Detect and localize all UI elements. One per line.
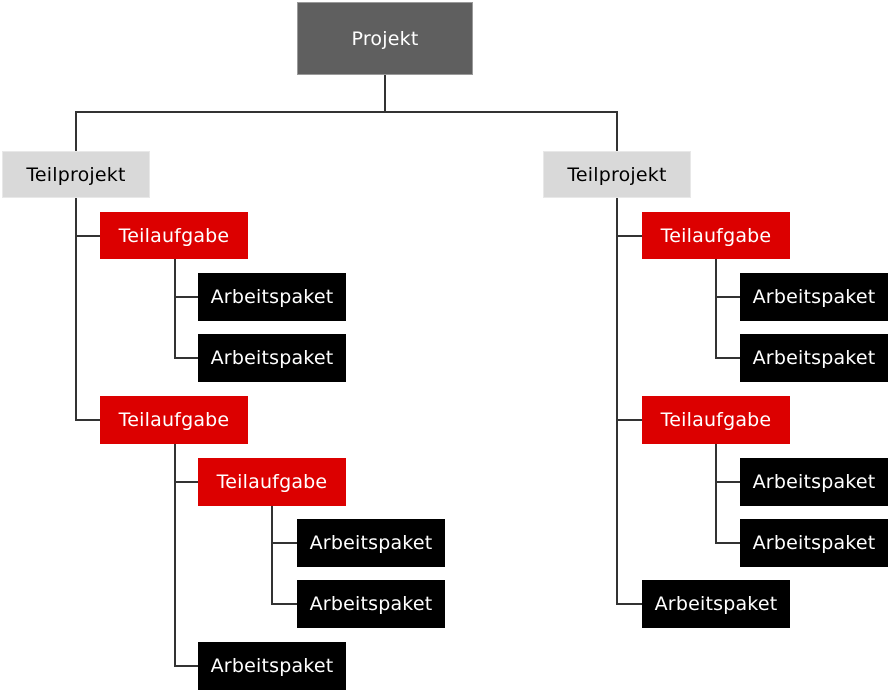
node-teilaufgabe: Teilaufgabe <box>198 458 346 506</box>
node-label: Teilprojekt <box>567 163 667 186</box>
connector-right-task2 <box>616 419 642 421</box>
connector-right-task2-pkg1 <box>715 481 740 483</box>
node-teilaufgabe: Teilaufgabe <box>642 212 790 259</box>
node-label: Arbeitspaket <box>752 471 876 493</box>
connector-left-task1-pkg1 <box>174 296 199 298</box>
node-teilaufgabe: Teilaufgabe <box>642 396 790 444</box>
connector-right-task2-spine <box>715 443 717 543</box>
node-label: Arbeitspaket <box>210 347 334 369</box>
connector-left-task2-task <box>174 481 199 483</box>
connector-right-subproject <box>616 111 618 151</box>
connector-left-subtask-pkg2 <box>271 603 298 605</box>
node-label: Arbeitspaket <box>752 532 876 554</box>
node-label: Arbeitspaket <box>210 655 334 677</box>
node-arbeitspaket: Arbeitspaket <box>297 519 445 567</box>
node-arbeitspaket: Arbeitspaket <box>740 334 888 382</box>
node-teilprojekt-left: Teilprojekt <box>2 151 150 198</box>
node-label: Teilaufgabe <box>660 224 772 247</box>
connector-left-task1 <box>75 235 101 237</box>
connector-left-task1-pkg2 <box>174 357 199 359</box>
connector-left-task2-spine <box>174 443 176 667</box>
connector-left-task2-pkg <box>174 665 199 667</box>
node-projekt: Projekt <box>297 2 473 75</box>
connector-root-horizontal <box>75 111 618 113</box>
node-teilaufgabe: Teilaufgabe <box>100 396 248 444</box>
node-label: Teilaufgabe <box>118 409 230 431</box>
node-label: Arbeitspaket <box>309 593 433 615</box>
node-arbeitspaket: Arbeitspaket <box>198 273 346 321</box>
node-label: Arbeitspaket <box>752 347 876 369</box>
node-arbeitspaket: Arbeitspaket <box>642 580 790 628</box>
node-label: Teilaufgabe <box>118 224 230 247</box>
node-arbeitspaket: Arbeitspaket <box>198 334 346 382</box>
connector-left-task1-spine <box>174 258 176 358</box>
connector-right-task1 <box>616 235 642 237</box>
node-teilaufgabe: Teilaufgabe <box>100 212 248 259</box>
node-label: Teilprojekt <box>26 163 126 186</box>
connector-left-subtask-spine <box>271 505 273 605</box>
connector-right-spine <box>616 197 618 605</box>
node-label: Teilaufgabe <box>660 409 772 431</box>
connector-right-task1-pkg1 <box>715 296 740 298</box>
connector-right-task1-spine <box>715 258 717 358</box>
node-label: Arbeitspaket <box>309 532 433 554</box>
node-label: Teilaufgabe <box>216 471 328 493</box>
connector-right-task1-pkg2 <box>715 357 740 359</box>
node-projekt-label: Projekt <box>351 27 419 50</box>
connector-left-subproject <box>75 111 77 151</box>
connector-left-spine <box>75 197 77 421</box>
node-label: Arbeitspaket <box>210 286 334 308</box>
node-label: Arbeitspaket <box>654 593 778 615</box>
connector-root-down <box>384 74 386 112</box>
connector-left-task2 <box>75 419 101 421</box>
node-arbeitspaket: Arbeitspaket <box>740 273 888 321</box>
connector-left-subtask-pkg1 <box>271 542 298 544</box>
connector-right-pkg <box>616 603 642 605</box>
connector-right-task2-pkg2 <box>715 542 740 544</box>
node-label: Arbeitspaket <box>752 286 876 308</box>
node-arbeitspaket: Arbeitspaket <box>740 519 888 567</box>
node-arbeitspaket: Arbeitspaket <box>740 458 888 506</box>
node-arbeitspaket: Arbeitspaket <box>297 580 445 628</box>
node-teilprojekt-right: Teilprojekt <box>543 151 691 198</box>
node-arbeitspaket: Arbeitspaket <box>198 642 346 690</box>
